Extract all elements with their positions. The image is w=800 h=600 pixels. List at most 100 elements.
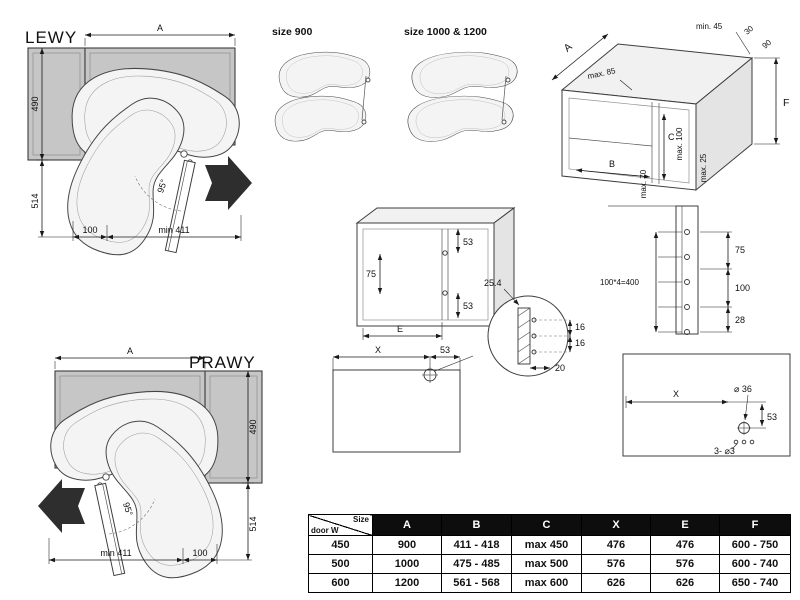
lewy-plan-diagram: LEWY 95° A 490 <box>25 23 252 269</box>
panel-dim-holes: 3- ⌀3 <box>714 446 735 456</box>
detail-dim-16a: 16 <box>575 322 585 332</box>
corner-size-label: Size <box>352 515 369 524</box>
worktop-dim-53: 53 <box>440 345 450 355</box>
col-header-b: B <box>441 514 512 536</box>
prawy-dimensions: A 490 514 min 411 100 <box>48 346 258 564</box>
cell: 475 - 485 <box>441 554 512 574</box>
iso-dim-max100: max. 100 <box>675 127 684 160</box>
iso-dim-min45: min. 45 <box>696 22 723 31</box>
lewy-dim-a: A <box>157 23 163 33</box>
cell-door-600: 600 <box>308 573 373 593</box>
cell: 600 - 750 <box>719 535 791 555</box>
prawy-direction-arrow <box>38 479 85 533</box>
col-header-f: F <box>719 514 791 536</box>
prawy-pivot-pin <box>102 473 110 481</box>
lewy-angle-arc <box>134 175 182 212</box>
iso-dim-a: A <box>562 41 575 55</box>
panel-dim-x: X <box>673 389 679 399</box>
tray-size-900: size 900 <box>272 26 372 143</box>
iso-dim-90: 90 <box>761 38 774 51</box>
detail-dimensions: 25.4 16 16 20 <box>484 278 585 373</box>
iso-cabinet-diagram: A min. 45 30 90 max. 85 F C B max. 100 m… <box>551 22 789 198</box>
lewy-door <box>164 159 196 254</box>
bottom-panel-diagram: X ⌀ 36 53 3- ⌀3 <box>622 353 791 457</box>
tray-size-900-label: size 900 <box>272 26 312 38</box>
col-header-c: C <box>511 514 582 536</box>
detail-circle-diagram: 25.4 16 16 20 <box>484 278 585 377</box>
tray-size-1000-1200: size 1000 & 1200 <box>404 26 519 144</box>
col-header-a: A <box>372 514 442 536</box>
table-row: 450 900 411 - 418 max 450 476 476 600 - … <box>308 535 791 555</box>
bottom-panel <box>622 353 791 457</box>
cell-door-500: 500 <box>308 554 373 574</box>
cell: 411 - 418 <box>441 535 512 555</box>
lewy-dim-490: 490 <box>30 96 40 111</box>
lewy-angle-label: 95° <box>155 178 169 194</box>
spec-table: Size door W A B C X E F 450 900 411 - 41… <box>308 514 791 593</box>
panel-dim-dia36: ⌀ 36 <box>734 384 752 394</box>
detail-dim-16b: 16 <box>575 338 585 348</box>
iso-dim-max70: max. 70 <box>639 169 648 198</box>
drill-dim-75: 75 <box>735 245 745 255</box>
corner-doorw-label: door W <box>311 526 339 535</box>
drill-dim-100: 100 <box>735 283 750 293</box>
worktop-panel <box>332 369 461 453</box>
iso-dim-max25: max. 25 <box>699 153 708 182</box>
lewy-title: LEWY <box>25 28 77 47</box>
worktop-dim-x: X <box>375 345 381 355</box>
iso-cabinet-body <box>560 43 754 192</box>
table-row: 500 1000 475 - 485 max 500 576 576 600 -… <box>308 554 791 574</box>
lewy-direction-arrow <box>205 156 252 210</box>
cell: 900 <box>372 535 442 555</box>
tray-sizes-diagram: size 900 size 1000 & 1200 <box>272 26 519 144</box>
prawy-title: PRAWY <box>189 353 256 372</box>
cell: 650 - 740 <box>719 573 791 593</box>
col-header-e: E <box>650 514 720 536</box>
prawy-dim-a: A <box>127 346 133 356</box>
cell: max 450 <box>511 535 582 555</box>
cell: 626 <box>581 573 651 593</box>
drill-dimensions: 100*4=400 75 100 28 <box>600 231 750 333</box>
drill-holes <box>684 229 690 335</box>
col-header-x: X <box>581 514 651 536</box>
iso-dim-30: 30 <box>743 24 756 37</box>
prawy-dim-min411: min 411 <box>100 548 131 558</box>
cell: 561 - 568 <box>441 573 512 593</box>
prawy-dim-100: 100 <box>192 548 207 558</box>
iso-dim-b: B <box>609 159 615 169</box>
detail-content <box>517 307 570 365</box>
lewy-pivot-pin <box>180 150 188 158</box>
cell: 576 <box>581 554 651 574</box>
detail-dim-20: 20 <box>555 363 565 373</box>
front-dim-53-mid: 53 <box>463 301 473 311</box>
worktop-diagram: X 53 <box>332 345 474 453</box>
iso-dim-c: C <box>668 132 675 142</box>
lewy-dim-514: 514 <box>30 193 40 208</box>
prawy-angle-label: 95° <box>121 501 135 517</box>
cell: 626 <box>650 573 720 593</box>
cell: 600 - 740 <box>719 554 791 574</box>
panel-dim-53: 53 <box>767 412 777 422</box>
prawy-door <box>94 482 126 577</box>
front-dim-e: E <box>397 324 403 334</box>
prawy-plan-diagram: PRAWY 95° A 490 <box>38 346 263 592</box>
drill-dim-28: 28 <box>735 315 745 325</box>
table-header-row: Size door W A B C X E F <box>308 514 791 536</box>
front-cabinet-diagram: 53 75 53 E <box>355 207 516 340</box>
lewy-dim-min411: min 411 <box>158 225 189 235</box>
front-dim-75: 75 <box>366 269 376 279</box>
front-dimensions: 53 75 53 E <box>362 229 473 340</box>
prawy-trays <box>45 384 244 592</box>
detail-dim-254: 25.4 <box>484 278 502 288</box>
drill-formula: 100*4=400 <box>600 278 639 287</box>
cell: max 600 <box>511 573 582 593</box>
tray-size-1000-label: size 1000 & 1200 <box>404 26 487 38</box>
cell: 576 <box>650 554 720 574</box>
prawy-dim-514: 514 <box>248 516 258 531</box>
panel-dimensions: X ⌀ 36 53 3- ⌀3 <box>625 384 777 456</box>
front-dim-53-top: 53 <box>463 237 473 247</box>
cell: 1000 <box>372 554 442 574</box>
cell: max 500 <box>511 554 582 574</box>
cell: 1200 <box>372 573 442 593</box>
cell: 476 <box>650 535 720 555</box>
